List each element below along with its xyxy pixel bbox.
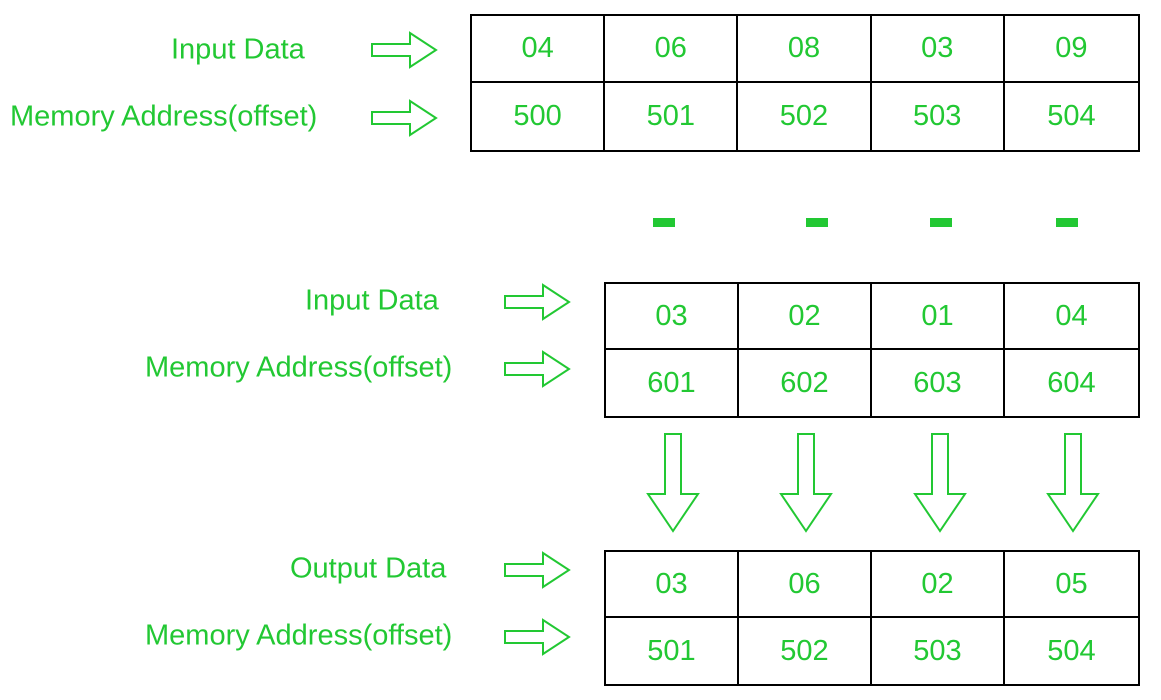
data-cell: 03: [606, 284, 739, 350]
right-arrow-icon: [504, 551, 571, 589]
block1-input-data-label: Input Data: [171, 33, 305, 66]
minus-operator-icon: [653, 218, 675, 227]
data-cell: 08: [738, 16, 872, 83]
address-cell: 503: [872, 83, 1005, 150]
down-arrow-icon: [646, 433, 700, 533]
block3-output-data-label: Output Data: [290, 552, 447, 585]
block2-memory-address-label: Memory Address(offset): [145, 351, 453, 384]
data-cell: 05: [1005, 552, 1138, 618]
block3-memory-address-label: Memory Address(offset): [145, 619, 453, 652]
data-cell: 01: [872, 284, 1005, 350]
block2-input-data-label: Input Data: [305, 284, 439, 317]
data-cell: 03: [871, 16, 1005, 83]
down-arrow-icon: [1046, 433, 1100, 533]
block1-memory-table: 04 06 08 03 09 500 501 502 503 504: [470, 14, 1140, 152]
address-cell: 503: [872, 618, 1005, 684]
address-cell: 501: [605, 83, 739, 150]
block2-memory-table: 03 02 01 04 601 602 603 604: [604, 282, 1140, 418]
data-cell: 06: [605, 16, 739, 83]
data-cell: 03: [606, 552, 739, 618]
data-cell: 04: [472, 16, 606, 83]
right-arrow-icon: [504, 618, 571, 656]
down-arrow-icon: [913, 433, 967, 533]
data-cell: 02: [872, 552, 1005, 618]
minus-operator-icon: [806, 218, 828, 227]
address-cell: 602: [739, 350, 872, 416]
data-cell: 04: [1005, 284, 1138, 350]
address-cell: 500: [472, 83, 606, 150]
right-arrow-icon: [504, 283, 571, 321]
address-cell: 601: [606, 350, 739, 416]
address-cell: 604: [1047, 366, 1096, 399]
data-cell: 02: [739, 284, 872, 350]
address-cell: 504: [1047, 100, 1096, 132]
address-cell: 502: [739, 618, 872, 684]
address-cell: 504: [1047, 634, 1096, 667]
address-cell: 603: [872, 350, 1005, 416]
data-cell: 06: [739, 552, 872, 618]
down-arrow-icon: [779, 433, 833, 533]
minus-operator-icon: [930, 218, 952, 227]
right-arrow-icon: [504, 350, 571, 388]
block1-memory-address-label: Memory Address(offset): [10, 100, 318, 133]
block3-memory-table: 03 06 02 05 501 502 503 504: [604, 550, 1140, 686]
address-cell: 501: [606, 618, 739, 684]
right-arrow-icon: [371, 31, 438, 69]
data-cell: 09: [1004, 16, 1138, 83]
right-arrow-icon: [371, 99, 438, 137]
address-cell: 502: [738, 83, 872, 150]
minus-operator-icon: [1056, 218, 1078, 227]
